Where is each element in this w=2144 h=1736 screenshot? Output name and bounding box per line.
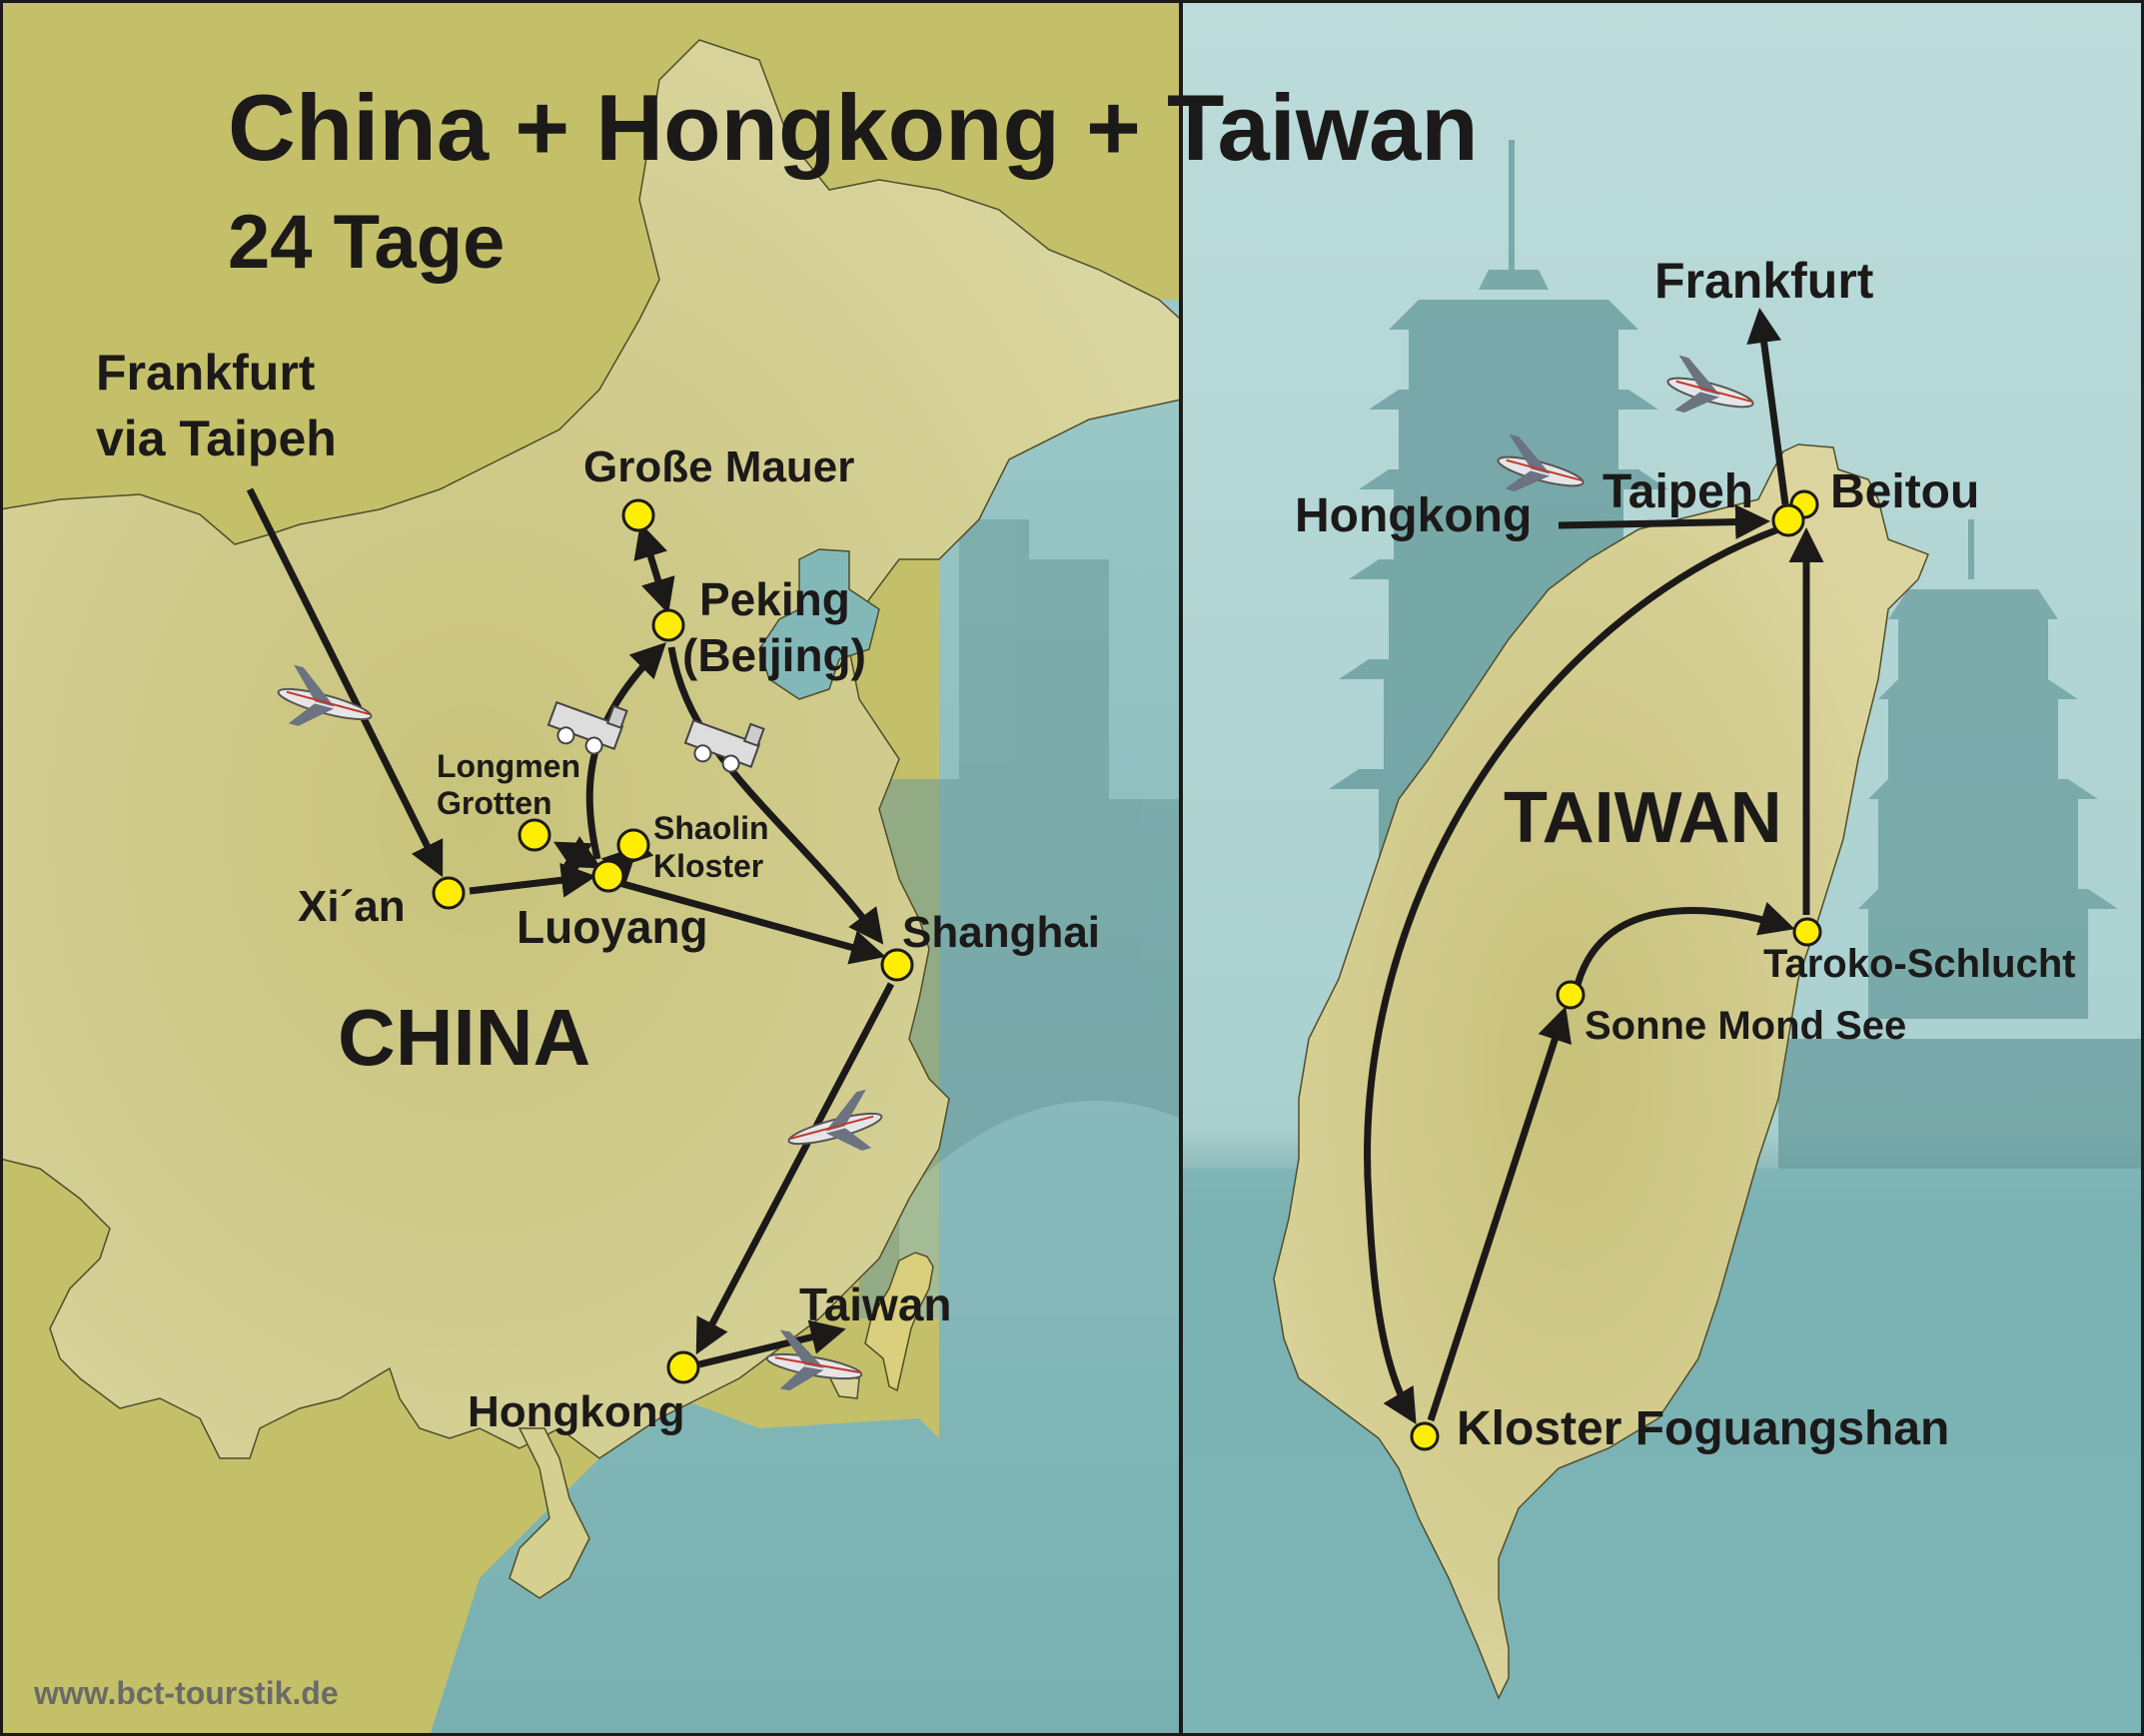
marker-foguangshan — [1410, 1421, 1440, 1451]
origin-label: Frankfurt — [96, 345, 316, 401]
marker-xian — [432, 876, 466, 910]
train-icon — [546, 700, 628, 755]
country-label-china: CHINA — [338, 993, 590, 1082]
marker-shanghai — [880, 948, 914, 982]
label-sonne-mond-see: Sonne Mond See — [1585, 1004, 1906, 1048]
label-shanghai: Shanghai — [902, 908, 1100, 957]
marker-longmen — [518, 818, 551, 852]
country-label-taiwan: TAIWAN — [1504, 778, 1782, 858]
taiwan-island-small — [864, 1252, 934, 1392]
marker-hongkong — [666, 1350, 700, 1384]
label-grotten: Grotten — [437, 785, 552, 821]
label-taroko: Taroko-Schlucht — [1763, 942, 2076, 986]
pagoda-right — [1778, 519, 2144, 1169]
marker-taroko — [1792, 917, 1822, 947]
plane-icon — [765, 1329, 863, 1391]
right-markers — [1410, 489, 1822, 1451]
label-taiwan: Taiwan — [799, 1279, 952, 1330]
plane-icon — [787, 1089, 883, 1151]
left-routes — [246, 487, 895, 1368]
left-markers — [432, 498, 914, 1384]
label-luoyang: Luoyang — [517, 901, 708, 953]
label-frankfurt: Frankfurt — [1654, 253, 1874, 309]
page-title: China + Hongkong + Taiwan — [228, 75, 1479, 180]
label-xian: Xi´an — [298, 882, 406, 931]
left-panel — [0, 0, 1289, 1736]
label-kloster: Kloster — [653, 848, 763, 884]
label-longmen: Longmen — [437, 748, 580, 784]
watermark-link[interactable]: www.bct-tourstik.de — [33, 1675, 339, 1711]
right-routes — [1364, 308, 1824, 1425]
label-taipeh: Taipeh — [1603, 465, 1753, 518]
duration-label: 24 Tage — [228, 200, 505, 285]
plane-icon — [1497, 434, 1585, 491]
marker-sonne-mond-see — [1556, 980, 1586, 1010]
train-icon — [683, 718, 765, 773]
label-peking: Peking — [699, 573, 850, 625]
right-panel — [1183, 0, 2144, 1736]
plane-icon — [277, 664, 373, 726]
marker-taipeh — [1771, 503, 1805, 537]
marker-luoyang — [591, 859, 625, 893]
label-grosse-mauer: Große Mauer — [583, 442, 854, 491]
label-shaolin: Shaolin — [653, 810, 769, 846]
label-hongkong-right: Hongkong — [1295, 489, 1532, 542]
label-beitou: Beitou — [1830, 465, 1979, 518]
label-beijing: (Beijing) — [682, 629, 866, 681]
taiwan-landmass — [1273, 443, 1929, 1700]
hainan-island — [509, 1427, 590, 1599]
label-foguangshan: Kloster Foguangshan — [1457, 1402, 1949, 1455]
marker-shaolin — [616, 828, 650, 862]
marker-grosse-mauer — [621, 498, 655, 532]
label-hongkong: Hongkong — [468, 1387, 685, 1436]
origin-via-label: via Taipeh — [96, 411, 337, 466]
plane-icon — [1666, 355, 1754, 413]
bohai-sea — [758, 548, 880, 700]
marker-peking — [651, 608, 685, 642]
